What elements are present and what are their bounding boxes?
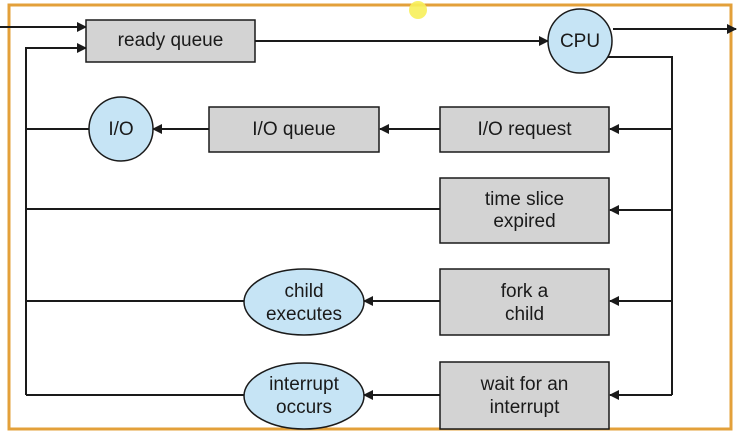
io-request-node: I/O request (439, 106, 610, 153)
left-trunk-return-arrow (25, 43, 87, 395)
child-executes-node: child executes (243, 268, 365, 336)
diagram-frame (7, 3, 733, 431)
cpu-label: CPU (560, 31, 600, 52)
cursor-highlight (409, 1, 427, 19)
io-label: I/O (108, 119, 133, 140)
io-queue-node: I/O queue (208, 106, 380, 153)
io-queue-label: I/O queue (252, 119, 335, 140)
io-request-label: I/O request (478, 119, 573, 140)
time-slice-node: time slice expired (439, 177, 610, 244)
connectors (0, 22, 737, 400)
io-node: I/O (88, 96, 154, 162)
cpu-node: CPU (547, 8, 613, 74)
interrupt-occurs-label-line1: interrupt (269, 374, 339, 395)
interrupt-occurs-label-line2: occurs (276, 397, 332, 418)
wait-label-line2: interrupt (490, 397, 560, 418)
ready-queue-node: ready queue (85, 19, 256, 63)
fork-label-line2: child (505, 304, 544, 325)
fork-child-node: fork a child (439, 268, 610, 336)
fork-label-line1: fork a (501, 281, 549, 302)
wait-label-line1: wait for an (480, 374, 569, 395)
ready-queue-label: ready queue (118, 30, 224, 51)
time-slice-label-line2: expired (493, 211, 555, 232)
cpu-to-trunk-line (605, 56, 673, 395)
time-slice-label-line1: time slice (485, 189, 564, 210)
child-executes-label-line1: child (284, 281, 323, 302)
wait-interrupt-node: wait for an interrupt (439, 361, 610, 430)
interrupt-occurs-node: interrupt occurs (243, 362, 365, 430)
child-executes-label-line2: executes (266, 304, 342, 325)
